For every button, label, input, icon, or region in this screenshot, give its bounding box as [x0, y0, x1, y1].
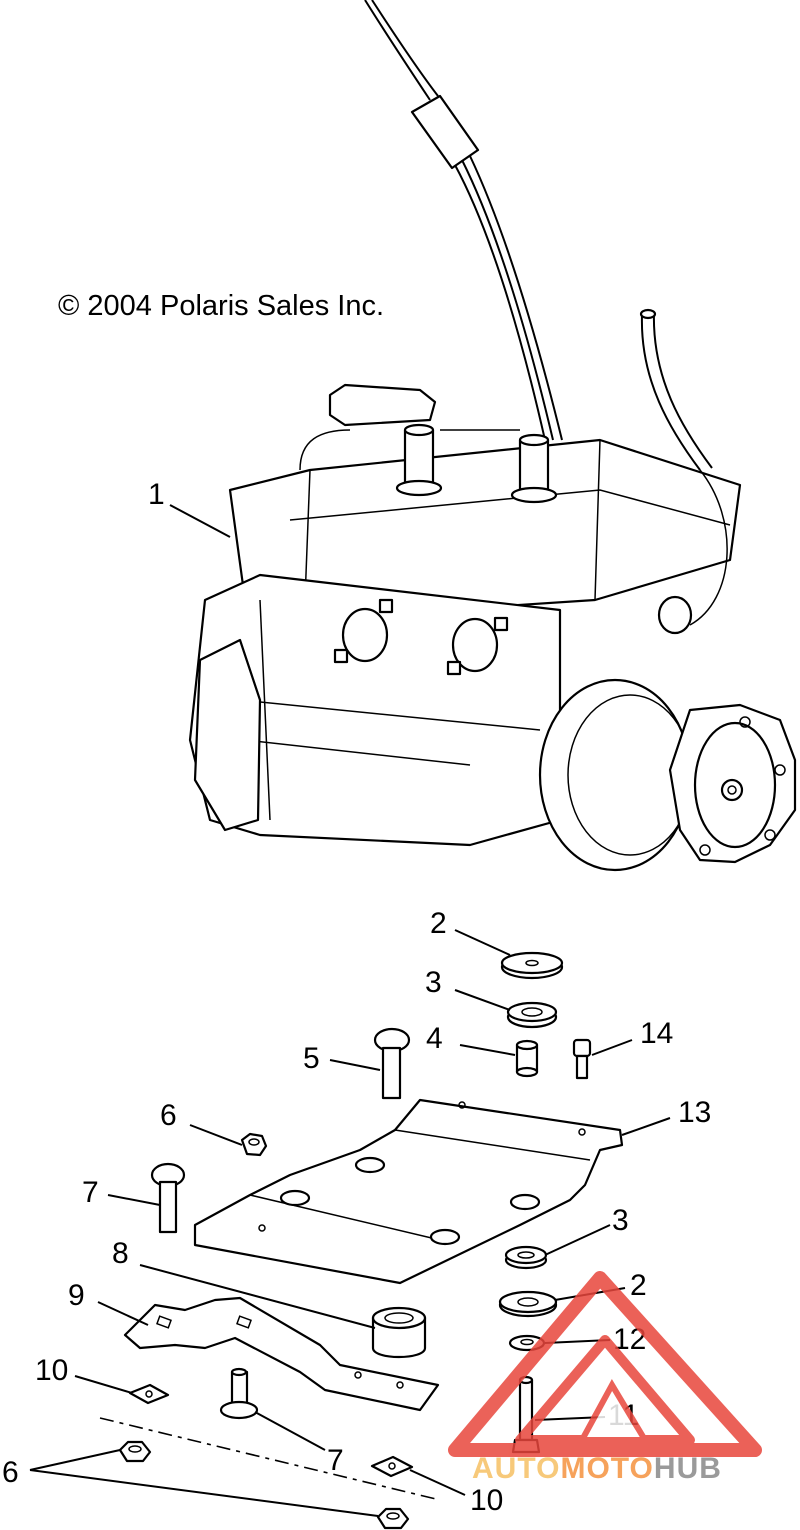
watermark-text: AUTOMOTOHUB [472, 1452, 722, 1486]
bolt-part-7-top [150, 1162, 186, 1234]
callout-13: 13 [678, 1096, 711, 1129]
callout-10-top: 10 [35, 1354, 68, 1387]
callout-2-top: 2 [430, 907, 447, 940]
bushing-part-3-top [506, 1001, 558, 1029]
engine-assembly [188, 383, 797, 872]
watermark-logo-icon [448, 1271, 762, 1457]
bolt-part-7-bottom [219, 1367, 259, 1420]
callout-1: 1 [148, 478, 165, 511]
watermark-part-auto: AUTO [472, 1452, 561, 1485]
mounting-plate-part-13 [193, 1098, 624, 1285]
leader-lines [29, 504, 671, 1517]
callout-6-bottom: 6 [2, 1456, 19, 1489]
callout-9: 9 [68, 1279, 85, 1312]
washer-part-2-bottom [498, 1290, 558, 1318]
nut-part-6-right [376, 1507, 410, 1530]
callout-8: 8 [112, 1237, 129, 1270]
watermark-part-hub: HUB [653, 1452, 722, 1485]
nut-part-6-left [118, 1440, 152, 1463]
bushing-part-3-bottom [504, 1245, 548, 1270]
copyright-text: © 2004 Polaris Sales Inc. [58, 290, 385, 322]
callout-14: 14 [640, 1017, 673, 1050]
bracket-part-9 [123, 1296, 440, 1412]
callout-5: 5 [303, 1042, 320, 1075]
bolt-part-5 [373, 1027, 411, 1100]
screw-part-14 [572, 1038, 592, 1080]
callout-10-bottom: 10 [470, 1484, 503, 1517]
spacer-part-8 [371, 1306, 427, 1358]
callout-6-top: 6 [160, 1099, 177, 1132]
alignment-dashed-line [99, 1417, 441, 1501]
callout-3-bottom: 3 [612, 1204, 629, 1237]
wire-harness [639, 308, 713, 471]
nut-part-6-top [240, 1132, 268, 1157]
callout-3-top: 3 [425, 966, 442, 999]
washer-part-2-top [500, 951, 564, 980]
callout-2-bottom: 2 [630, 1269, 647, 1302]
throttle-cable [364, 0, 563, 441]
sleeve-part-4 [515, 1039, 539, 1078]
square-washer-part-10-top [128, 1383, 170, 1405]
callout-7-bottom: 7 [327, 1444, 344, 1477]
callout-4: 4 [426, 1022, 443, 1055]
callout-7-top: 7 [82, 1176, 99, 1209]
watermark-part-moto: MOTO [560, 1452, 654, 1485]
square-washer-part-10-bottom [370, 1455, 414, 1478]
